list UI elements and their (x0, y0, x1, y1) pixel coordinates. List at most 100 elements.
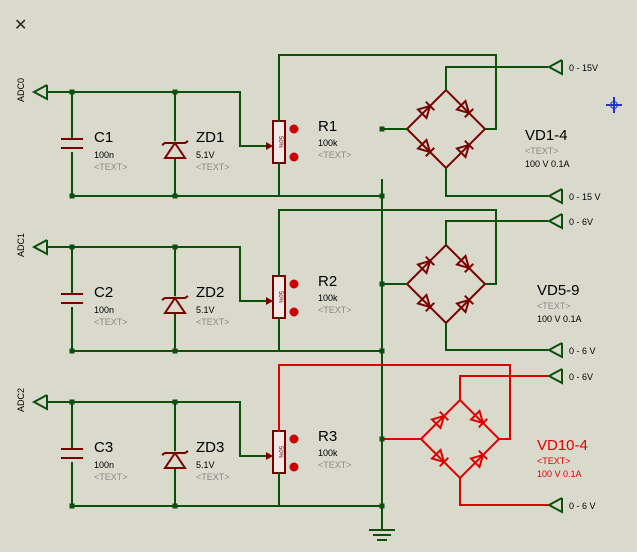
bridge-outline[interactable] (406, 88, 487, 170)
junction-dot (379, 193, 385, 199)
port-bottom-wire[interactable] (445, 323, 548, 351)
pot-text: <TEXT> (318, 150, 352, 160)
rectifier-diode-icon (469, 450, 488, 469)
port-bottom-wire[interactable] (445, 168, 548, 197)
zener-bar[interactable] (161, 295, 189, 301)
diode-bar (425, 256, 435, 266)
diode-bar (425, 147, 435, 157)
bridge-outline[interactable] (406, 243, 487, 325)
junction-dot (69, 348, 75, 354)
close-icon[interactable]: ✕ (14, 17, 28, 34)
pot-text: <TEXT> (318, 460, 352, 470)
zener-diode-icon (163, 141, 187, 159)
stage-2: ADC2C3100n<TEXT>ZD35.1V<TEXT>50%R3100k<T… (16, 364, 596, 514)
pin-marker (289, 279, 299, 289)
zener-bar[interactable] (161, 450, 189, 456)
zener-text: <TEXT> (196, 472, 230, 482)
rectifier-diode-icon (430, 448, 449, 467)
diode-triangle (430, 414, 446, 430)
bridge-ref: VD10-4 (537, 437, 588, 454)
pot-percent: 50% (277, 291, 283, 304)
junction-dot (172, 348, 178, 354)
junction-dot (379, 126, 385, 132)
port-bottom-arrow[interactable] (546, 497, 563, 514)
pot-ref: R1 (318, 118, 337, 135)
zener-diode-icon (163, 451, 187, 469)
rectifier-diode-icon (416, 293, 435, 312)
wiper-arrow-icon (266, 142, 273, 150)
pot-ref: R2 (318, 273, 337, 290)
diode-triangle (455, 254, 471, 270)
diode-bar (425, 101, 435, 111)
port-top-arrow[interactable] (546, 213, 563, 230)
bridge-value: 100 V 0.1A (525, 159, 570, 169)
diode-bar (439, 457, 449, 467)
port-bottom-arrow[interactable] (546, 342, 563, 359)
adc-port-arrow[interactable] (31, 84, 48, 101)
port-top-wire[interactable] (445, 220, 548, 245)
junction-dot (69, 193, 75, 199)
rectifier-diode-icon (455, 295, 474, 314)
adc-label: ADC0 (16, 78, 26, 102)
cap-ref: C2 (94, 284, 113, 301)
pot-percent: 50% (277, 446, 283, 459)
port-bottom-label: 0 - 6 V (569, 346, 596, 356)
cap-value: 100n (94, 305, 114, 315)
port-bottom-wire[interactable] (459, 478, 548, 506)
diode-triangle (469, 409, 485, 425)
adc-port-arrow[interactable] (31, 394, 48, 411)
port-top-arrow[interactable] (546, 368, 563, 385)
diode-triangle (430, 448, 446, 464)
bridge-text: <TEXT> (537, 456, 571, 466)
port-top-arrow[interactable] (546, 59, 563, 76)
cap-ref: C1 (94, 129, 113, 146)
diode-triangle (416, 138, 432, 154)
zener-value: 5.1V (196, 460, 215, 470)
pot-value: 100k (318, 138, 338, 148)
diode-triangle (416, 259, 432, 275)
zener-text: <TEXT> (196, 317, 230, 327)
diode-triangle (416, 104, 432, 120)
pot-percent: 50% (277, 136, 283, 149)
zener-bar[interactable] (161, 140, 189, 146)
rectifier-diode-icon (430, 411, 449, 430)
bridge-outline[interactable] (420, 398, 501, 480)
rectifier-diode-icon (469, 409, 488, 428)
port-top-label: 0 - 6V (569, 372, 593, 382)
diode-bar (439, 411, 449, 421)
wiper-arrow-icon (266, 452, 273, 460)
port-bottom-label: 0 - 15 V (569, 192, 601, 202)
adc-port-arrow[interactable] (31, 239, 48, 256)
rectifier-diode-icon (416, 138, 435, 157)
zener-text: <TEXT> (196, 162, 230, 172)
port-top-wire[interactable] (459, 375, 548, 400)
junction-dot (379, 503, 385, 509)
diode-bar (464, 263, 474, 273)
rectifier-diode-icon (455, 99, 474, 118)
rectifier-diode-icon (455, 140, 474, 159)
zener-value: 5.1V (196, 305, 215, 315)
bridge-value: 100 V 0.1A (537, 314, 582, 324)
wiper-arrow-icon (266, 297, 273, 305)
bridge-return-wire[interactable] (279, 54, 497, 130)
port-top-wire[interactable] (445, 66, 548, 90)
diode-bar (464, 108, 474, 118)
cap-text: <TEXT> (94, 317, 128, 327)
junction-dot (379, 281, 385, 287)
bridge-return-wire[interactable] (279, 209, 497, 285)
stage-1: ADC1C2100n<TEXT>ZD25.1V<TEXT>50%R2100k<T… (16, 209, 596, 359)
pin-marker (289, 152, 299, 162)
diode-triangle (416, 293, 432, 309)
pot-value: 100k (318, 293, 338, 303)
cap-ref: C3 (94, 439, 113, 456)
bridge-return-wire[interactable] (279, 364, 511, 440)
port-top-label: 0 - 15V (569, 63, 598, 73)
zener-ref: ZD1 (196, 129, 224, 146)
rectifier-diode-icon (455, 254, 474, 273)
bridge-text: <TEXT> (537, 301, 571, 311)
port-bottom-arrow[interactable] (546, 188, 563, 205)
adc-label: ADC1 (16, 233, 26, 257)
port-top-label: 0 - 6V (569, 217, 593, 227)
